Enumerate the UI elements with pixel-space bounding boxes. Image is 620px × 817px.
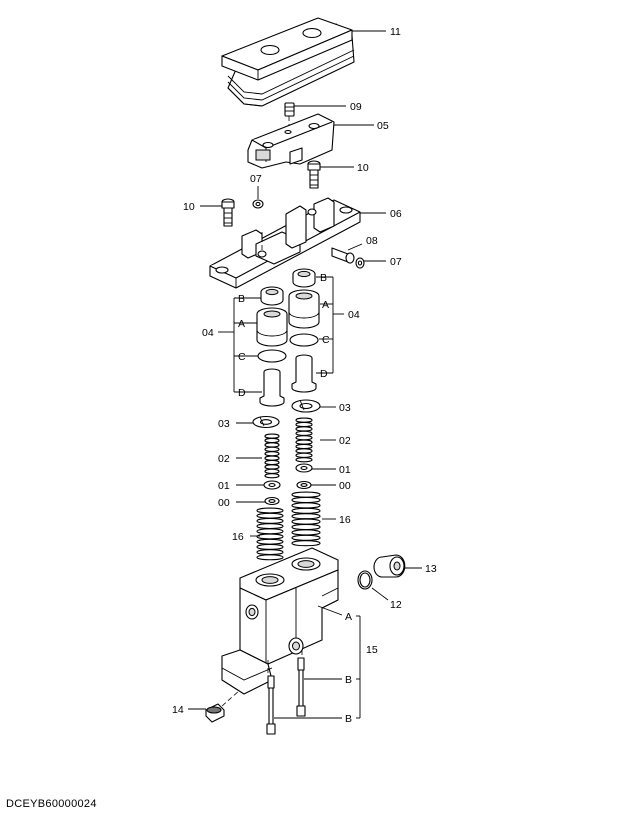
label-03-right: 03 xyxy=(339,402,351,414)
label-C-right: C xyxy=(322,334,330,346)
label-12: 12 xyxy=(390,599,402,611)
label-02-left: 02 xyxy=(218,453,230,465)
part-04-right-set xyxy=(288,268,320,393)
label-B-pin-right: B xyxy=(345,674,352,686)
label-11: 11 xyxy=(390,26,401,38)
label-01-left: 01 xyxy=(218,480,230,492)
part-16-spring-left xyxy=(256,507,284,561)
label-07-lower: 07 xyxy=(390,256,402,268)
drawing-code: DCEYB60000024 xyxy=(6,798,97,810)
part-03-clip-right xyxy=(291,399,321,413)
part-13-plug xyxy=(373,554,406,578)
part-03-clip-left xyxy=(252,415,280,429)
label-05: 05 xyxy=(377,120,389,132)
part-14-cap xyxy=(205,689,241,723)
label-06: 06 xyxy=(390,208,402,220)
label-01-right: 01 xyxy=(339,464,351,476)
part-08-plug xyxy=(331,247,355,264)
label-D-left: D xyxy=(238,387,246,399)
part-11-cover xyxy=(221,17,355,107)
label-14: 14 xyxy=(172,704,184,716)
label-B-right: B xyxy=(320,272,327,284)
label-09: 09 xyxy=(350,101,362,113)
part-02-spring-left xyxy=(264,433,280,479)
label-10-upper: 10 xyxy=(357,162,369,174)
label-00-right: 00 xyxy=(339,480,351,492)
part-07-washer-upper xyxy=(252,199,264,209)
part-05-bracket xyxy=(247,113,335,169)
part-06-base-plate xyxy=(209,197,361,289)
part-01-washer-left xyxy=(263,480,281,490)
part-10-bolt-left xyxy=(221,198,235,227)
label-03-left: 03 xyxy=(218,418,230,430)
part-10-bolt-upper xyxy=(307,160,321,189)
label-02-right: 02 xyxy=(339,435,351,447)
label-A-right: A xyxy=(322,299,329,311)
label-15: 15 xyxy=(366,644,378,656)
label-16-left: 16 xyxy=(232,531,244,543)
label-04-right: 04 xyxy=(348,309,360,321)
part-07-washer-lower xyxy=(355,257,365,269)
part-00-washer-left xyxy=(264,496,280,506)
label-04-left: 04 xyxy=(202,327,214,339)
part-01-washer-right xyxy=(295,463,313,473)
label-A-left: A xyxy=(238,318,245,330)
part-04-left-set xyxy=(256,286,288,407)
leader-lines xyxy=(188,30,422,719)
label-13: 13 xyxy=(425,563,437,575)
label-08: 08 xyxy=(366,235,378,247)
part-16-spring-right xyxy=(291,491,321,547)
part-12-o-ring xyxy=(357,570,373,590)
label-A-body: A xyxy=(345,611,352,623)
callout-labels: 11 09 05 10 07 10 06 08 07 B A C D 04 B … xyxy=(172,26,437,725)
part-casing-body xyxy=(221,547,339,695)
label-16-right: 16 xyxy=(339,514,351,526)
label-07-upper: 07 xyxy=(250,173,262,185)
label-D-right: D xyxy=(320,368,328,380)
part-15-pin-right xyxy=(296,657,306,717)
label-B-left: B xyxy=(238,293,245,305)
label-10-left: 10 xyxy=(183,201,195,213)
label-B-pin-left: B xyxy=(345,713,352,725)
label-C-left: C xyxy=(238,351,246,363)
part-15-pin-left xyxy=(266,675,276,735)
label-00-left: 00 xyxy=(218,497,230,509)
part-00-washer-right xyxy=(296,480,312,490)
part-02-spring-right xyxy=(295,417,313,463)
